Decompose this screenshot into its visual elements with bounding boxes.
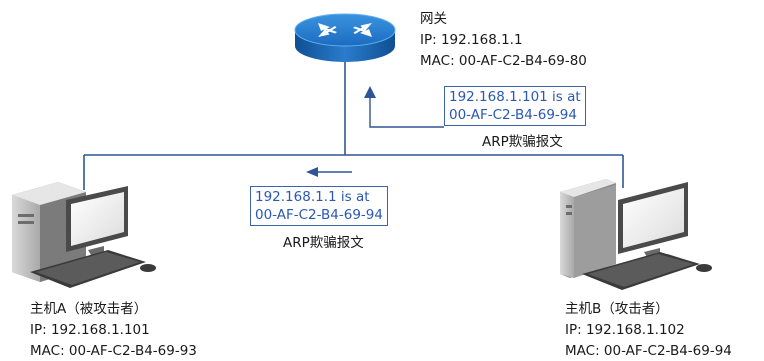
packet-to-gateway-box: 192.168.1.101 is at 00-AF-C2-B4-69-94 — [444, 86, 586, 126]
arrow-to-gateway — [364, 86, 444, 128]
host-b-name: 主机B（攻击者） — [565, 301, 669, 317]
host-b-computer-icon — [560, 179, 712, 290]
network-links — [83, 62, 624, 190]
host-b-mac: MAC: 00-AF-C2-B4-69-94 — [565, 343, 732, 359]
host-a-name: 主机A（被攻击者） — [30, 301, 148, 317]
packet-to-host-a-box: 192.168.1.1 is at 00-AF-C2-B4-69-94 — [250, 186, 388, 226]
host-a-computer-icon — [12, 182, 156, 288]
host-a-ip: IP: 192.168.1.101 — [30, 322, 150, 338]
gateway-mac: MAC: 00-AF-C2-B4-69-80 — [420, 53, 587, 69]
packet-to-host-a-line1: 192.168.1.1 is at — [255, 189, 370, 205]
host-a-mac: MAC: 00-AF-C2-B4-69-93 — [30, 343, 197, 359]
host-b-ip: IP: 192.168.1.102 — [565, 322, 685, 338]
packet-to-gateway-caption: ARP欺骗报文 — [482, 134, 563, 150]
packet-to-gateway-line1: 192.168.1.101 is at — [449, 89, 581, 105]
packet-to-host-a-caption: ARP欺骗报文 — [283, 235, 364, 251]
router-icon — [294, 13, 396, 62]
arrow-to-host-a — [306, 167, 352, 177]
packet-to-host-a-line2: 00-AF-C2-B4-69-94 — [255, 207, 383, 223]
gateway-name: 网关 — [420, 11, 447, 27]
packet-to-gateway-line2: 00-AF-C2-B4-69-94 — [449, 107, 577, 123]
gateway-ip: IP: 192.168.1.1 — [420, 32, 523, 48]
